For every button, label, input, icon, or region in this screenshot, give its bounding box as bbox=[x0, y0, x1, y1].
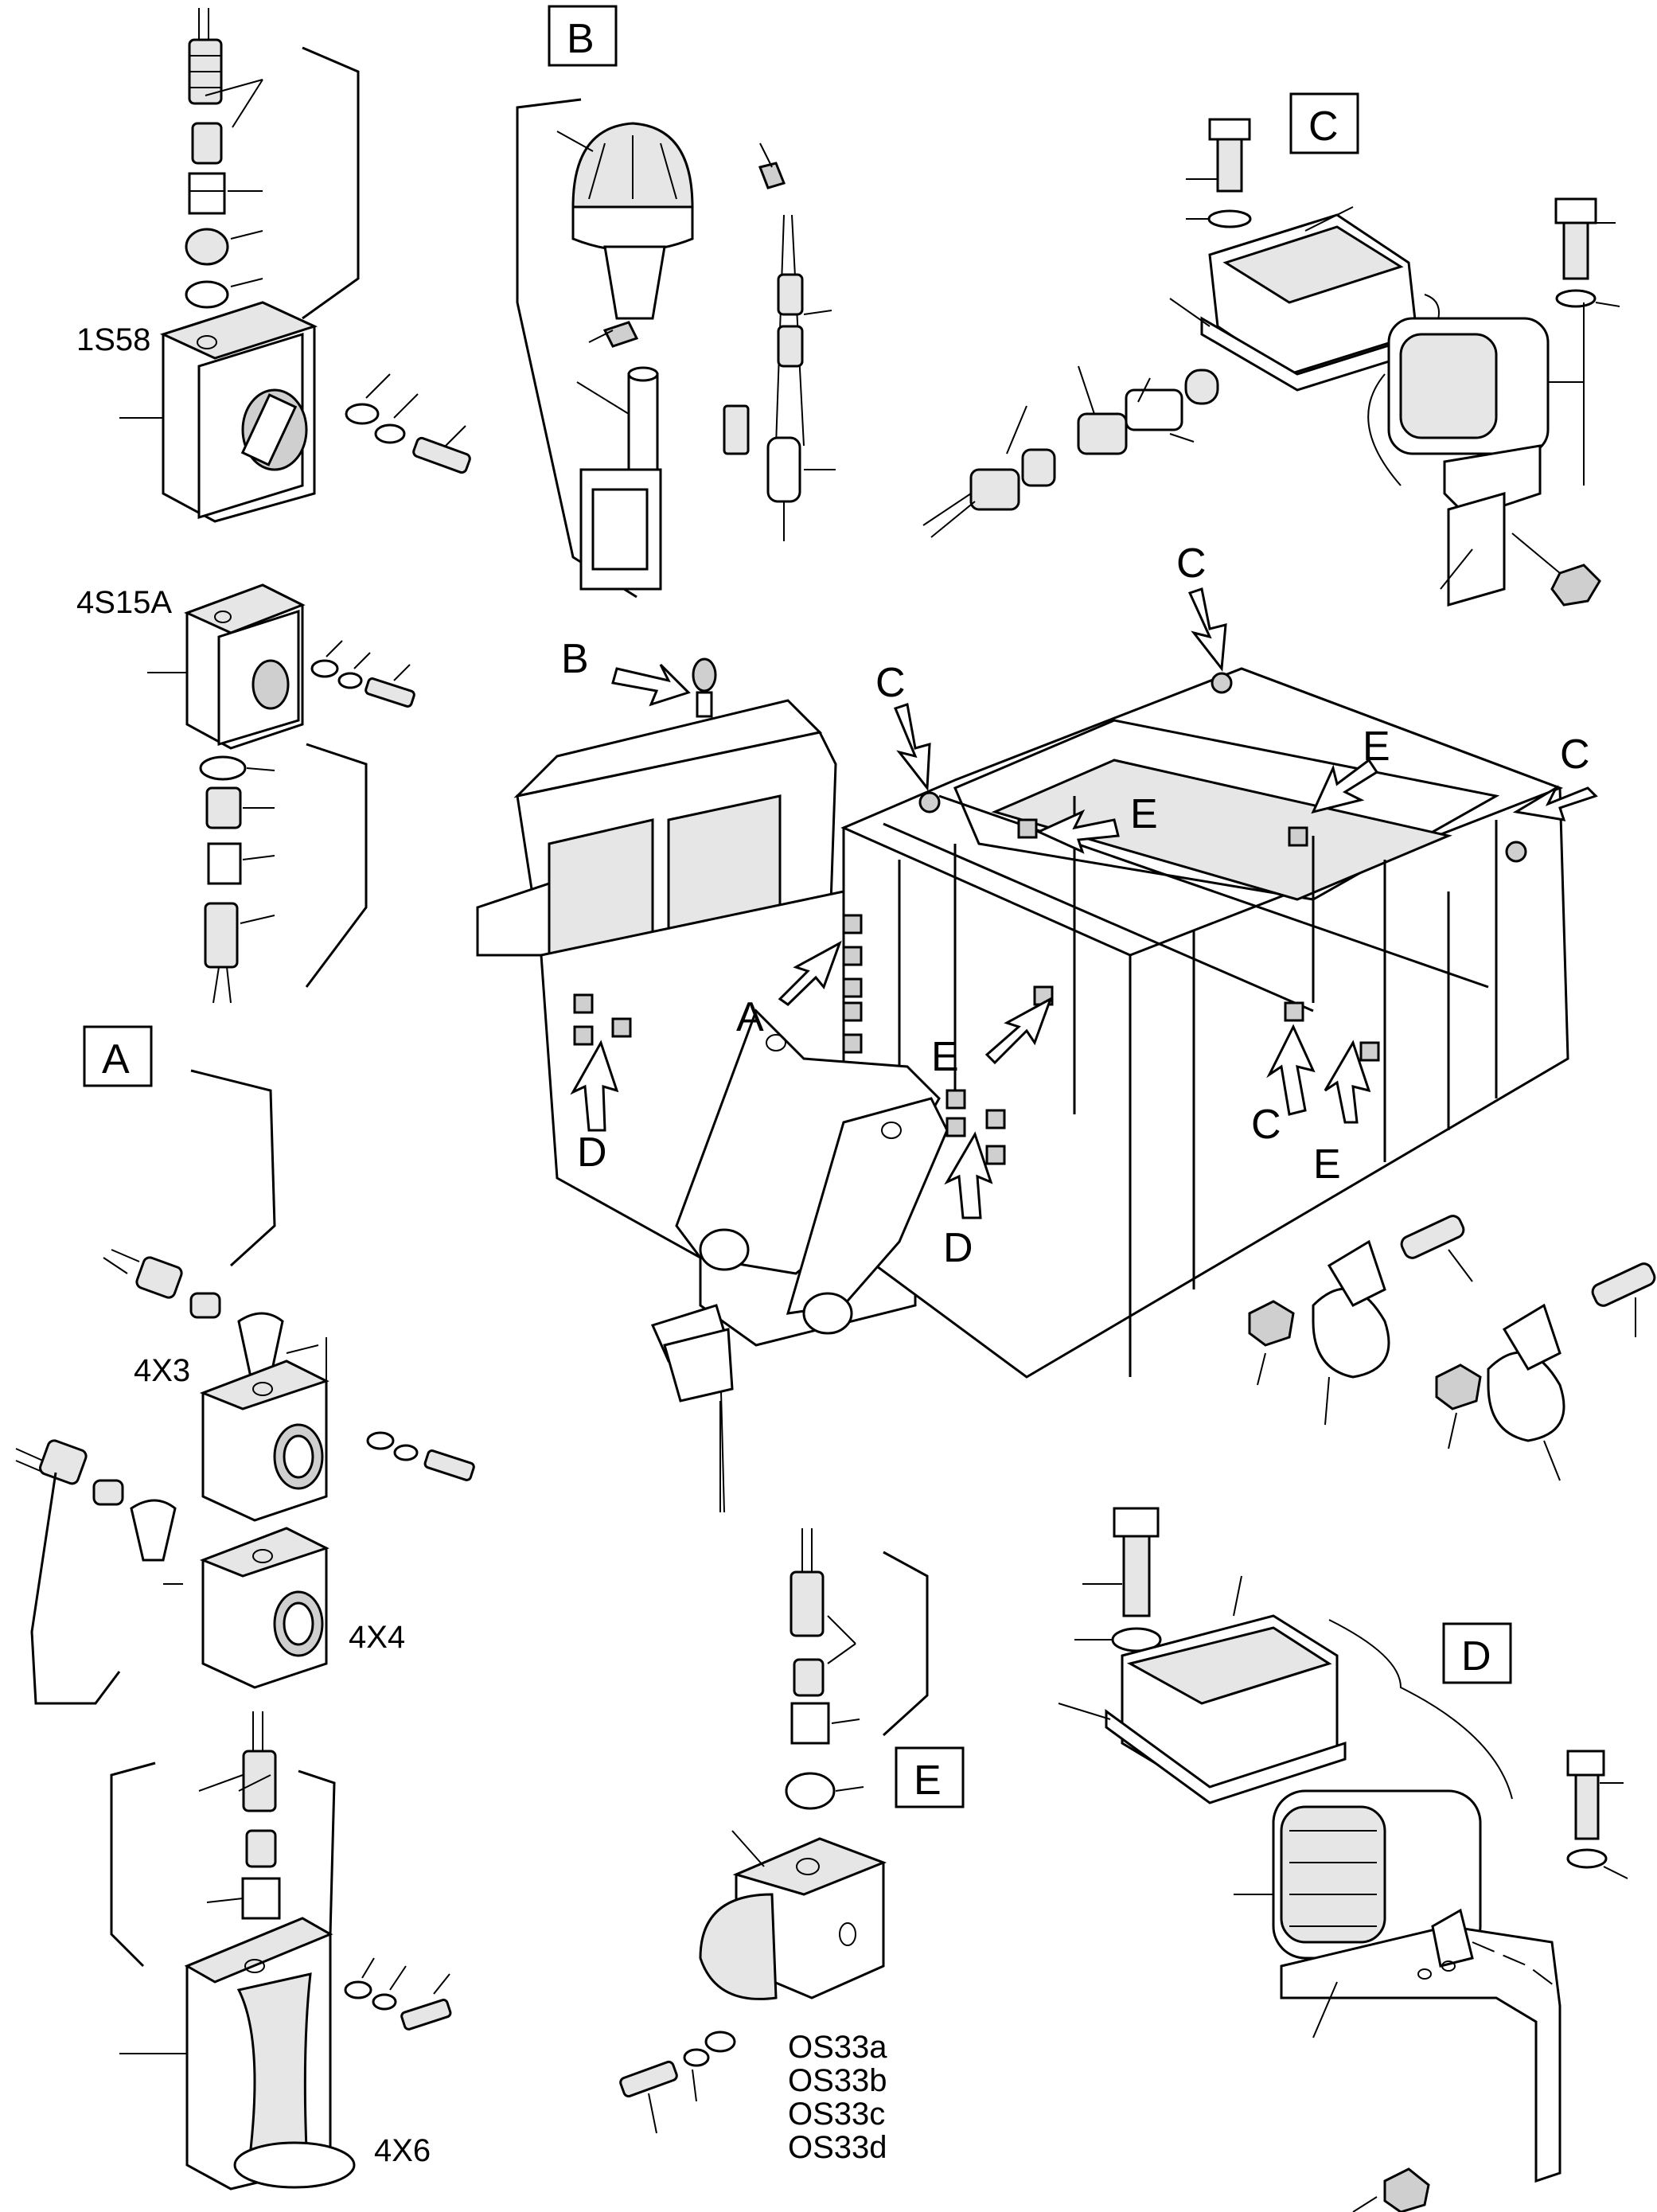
cable-sleeve bbox=[663, 1328, 734, 1512]
section-label-d: D bbox=[1461, 1633, 1491, 1679]
pointer-e-2: E bbox=[1363, 724, 1390, 770]
section-box-E: E bbox=[895, 1746, 965, 1808]
label-os33b: OS33b bbox=[788, 2063, 887, 2098]
pointer-a: A bbox=[736, 994, 764, 1040]
section-box-A: A bbox=[83, 1025, 153, 1087]
section-label-a: A bbox=[102, 1036, 130, 1083]
cable-clamp-parts bbox=[1248, 1215, 1656, 1481]
pointer-d-1: D bbox=[577, 1129, 607, 1176]
label-os33d: OS33d bbox=[788, 2130, 887, 2165]
work-light-assembly-d bbox=[1058, 1507, 1628, 2212]
label-os33c: OS33c bbox=[788, 2097, 885, 2132]
section-box-B: B bbox=[548, 5, 618, 67]
label-os33a: OS33a bbox=[788, 2030, 887, 2065]
pointer-c-1: C bbox=[875, 660, 906, 706]
pointer-e-4: E bbox=[1313, 1141, 1341, 1188]
label-1s58: 1S58 bbox=[76, 322, 150, 357]
label-4s15a: 4S15A bbox=[76, 585, 172, 620]
section-label-c: C bbox=[1308, 103, 1339, 150]
work-light-assembly-c bbox=[922, 118, 1620, 607]
pointer-arrows: B C C C C E E E E A D D bbox=[561, 540, 1598, 1271]
beacon-assembly-b bbox=[516, 98, 836, 599]
pointer-c-3: C bbox=[1560, 731, 1590, 778]
pointer-e-1: E bbox=[1130, 791, 1158, 837]
pointer-b: B bbox=[561, 636, 589, 682]
pointer-c-4: C bbox=[1251, 1102, 1281, 1148]
socket-4x3-4x4-assembly: 4X3 4X4 bbox=[15, 1069, 475, 1705]
label-4x3: 4X3 bbox=[134, 1353, 190, 1388]
section-label-b: B bbox=[567, 16, 595, 62]
switch-4s15a-assembly: 4S15A bbox=[76, 583, 415, 1004]
label-4x4: 4X4 bbox=[349, 1620, 405, 1655]
pointer-d-2: D bbox=[943, 1225, 973, 1271]
section-box-C: C bbox=[1289, 92, 1359, 154]
pointer-c-2: C bbox=[1176, 540, 1207, 587]
section-box-D: D bbox=[1442, 1622, 1512, 1684]
section-label-e: E bbox=[914, 1758, 942, 1804]
label-4x6: 4X6 bbox=[374, 2133, 431, 2168]
switch-os33-assembly-e: OS33a OS33b OS33c OS33d bbox=[619, 1304, 929, 2165]
socket-4x6-assembly: 4X6 bbox=[110, 1711, 452, 2191]
switch-1s58-assembly: 1S58 bbox=[76, 8, 471, 523]
pointer-e-3: E bbox=[931, 1034, 959, 1080]
machine-body bbox=[476, 657, 1569, 1379]
